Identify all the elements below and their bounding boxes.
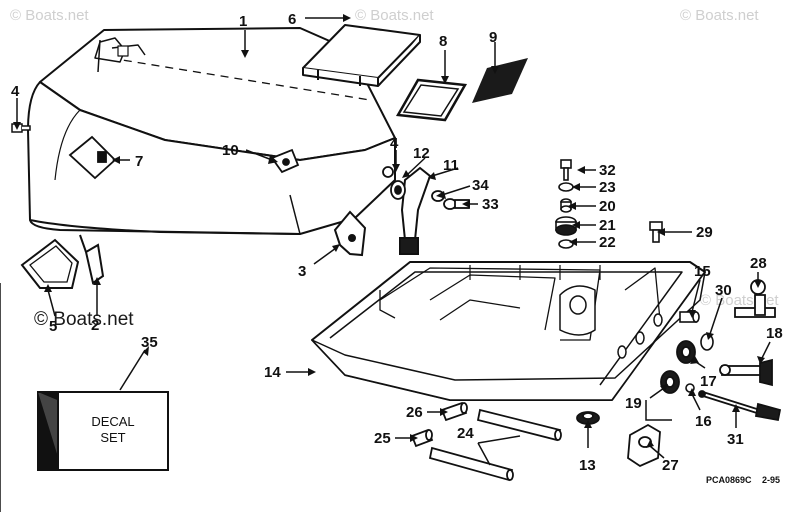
callout-30: 30 — [715, 282, 732, 299]
callout-16: 16 — [695, 413, 712, 430]
washer-12 — [390, 180, 406, 200]
decal-set-box — [37, 391, 169, 471]
callout-15: 15 — [694, 263, 711, 280]
clip-27 — [627, 423, 661, 468]
engine-cover — [27, 27, 396, 235]
bolt-32 — [560, 159, 572, 181]
decal-box-line1: DECAL — [91, 414, 134, 429]
watermark-top-right: © Boats.net — [680, 7, 759, 24]
decal-strip — [472, 58, 528, 103]
watermark-top-left: © Boats.net — [10, 7, 89, 24]
callout-1: 1 — [239, 13, 247, 30]
watermark-right: © Boats.net — [700, 292, 779, 309]
grommet-17 — [676, 340, 696, 364]
callout-2: 2 — [91, 317, 99, 334]
callout-7: 7 — [135, 153, 143, 170]
callout-22: 22 — [599, 234, 616, 251]
callout-34: 34 — [472, 177, 489, 194]
lower-cover — [311, 261, 706, 401]
callout-4b: 4 — [390, 135, 399, 152]
grommet-21 — [555, 216, 577, 236]
callout-19: 19 — [625, 395, 642, 412]
callout-9: 9 — [489, 29, 497, 46]
callout-14: 14 — [264, 364, 281, 381]
diagram-date: 2-95 — [762, 475, 780, 485]
small-bushing — [382, 166, 394, 178]
callout-27: 27 — [662, 457, 679, 474]
callout-20: 20 — [599, 198, 616, 215]
callout-24: 24 — [457, 425, 474, 442]
lever-18 — [719, 358, 773, 387]
callout-25: 25 — [374, 430, 391, 447]
strip-24-lower — [428, 446, 514, 482]
pin-15 — [679, 311, 700, 323]
callout-26: 26 — [406, 404, 423, 421]
latch-bracket — [333, 210, 367, 257]
rod-31 — [698, 390, 782, 422]
callout-32: 32 — [599, 162, 616, 179]
callout-13: 13 — [579, 457, 596, 474]
carry-handle — [20, 238, 80, 289]
latch-lever — [399, 166, 432, 255]
washer-23 — [558, 182, 574, 192]
plug-26 — [440, 401, 468, 422]
small-bracket — [79, 234, 105, 285]
callout-3: 3 — [298, 263, 306, 280]
callout-31: 31 — [727, 431, 744, 448]
callout-5: 5 — [49, 318, 57, 335]
strip-24-upper — [476, 408, 562, 442]
diagram-code: PCA0869C — [706, 475, 752, 485]
callout-35: 35 — [141, 334, 158, 351]
callout-18: 18 — [766, 325, 783, 342]
callout-8: 8 — [439, 33, 447, 50]
callout-28: 28 — [750, 255, 767, 272]
callout-12: 12 — [413, 145, 430, 162]
callout-23: 23 — [599, 179, 616, 196]
callout-33: 33 — [482, 196, 499, 213]
callout-29: 29 — [696, 224, 713, 241]
top-cover-plate — [302, 24, 421, 87]
callout-21: 21 — [599, 217, 616, 234]
watermark-top-center: © Boats.net — [355, 7, 434, 24]
cover-seal — [395, 78, 468, 122]
decal-box-line2: SET — [100, 430, 125, 445]
callout-6: 6 — [288, 11, 296, 28]
callout-4a: 4 — [11, 83, 20, 100]
watermark-main: © Boats.net — [34, 309, 134, 330]
callout-10: 10 — [222, 142, 239, 159]
cover-latch — [270, 148, 300, 174]
leader-arrows — [13, 14, 765, 448]
screw-29 — [649, 221, 663, 243]
plug-25 — [410, 428, 434, 448]
callout-numbers: 1 2 3 4 4 5 6 7 8 9 10 11 12 13 14 15 16… — [11, 11, 783, 474]
spacer-20 — [560, 198, 572, 213]
callout-17: 17 — [700, 373, 717, 390]
fitting-28 — [734, 279, 776, 318]
callout-11: 11 — [443, 157, 459, 174]
grommet-13 — [576, 411, 600, 425]
